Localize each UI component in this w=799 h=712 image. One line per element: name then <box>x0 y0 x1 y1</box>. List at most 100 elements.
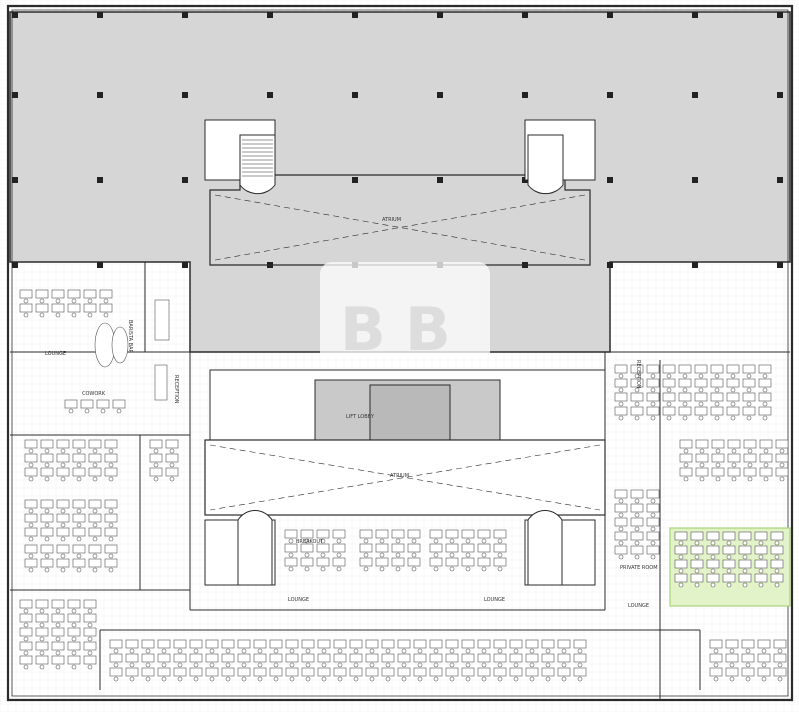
chair <box>634 373 640 379</box>
desk <box>56 527 70 537</box>
chair <box>44 462 50 468</box>
chair <box>758 582 764 588</box>
desk <box>104 439 118 449</box>
desk <box>88 558 102 568</box>
chair <box>545 662 551 668</box>
chair <box>76 522 82 528</box>
desk <box>316 543 330 553</box>
chair <box>777 662 783 668</box>
chair <box>417 648 423 654</box>
label-lift-lobby: LIFT LOBBY <box>346 414 374 420</box>
desk <box>722 531 736 541</box>
chair <box>44 448 50 454</box>
chair <box>44 553 50 559</box>
desk <box>445 543 459 553</box>
desk <box>375 543 389 553</box>
desk <box>72 499 86 509</box>
label-lounge-left: LOUNGE <box>45 351 66 357</box>
desk <box>397 639 411 649</box>
desk <box>678 364 692 374</box>
desk <box>284 529 298 539</box>
desk <box>614 392 628 402</box>
chair <box>497 566 503 572</box>
chair <box>321 676 327 682</box>
desk <box>445 557 459 567</box>
desk <box>727 453 741 463</box>
desk <box>674 573 688 583</box>
chair <box>729 662 735 668</box>
chair <box>678 568 684 574</box>
chair <box>774 540 780 546</box>
desk <box>40 544 54 554</box>
chair <box>145 676 151 682</box>
desk <box>72 467 86 477</box>
desk <box>269 653 283 663</box>
desk <box>397 653 411 663</box>
column-dot <box>692 262 698 268</box>
chair <box>545 648 551 654</box>
desk <box>429 639 443 649</box>
chair <box>177 676 183 682</box>
chair <box>76 448 82 454</box>
desk <box>157 667 171 677</box>
desk <box>646 531 660 541</box>
desk <box>332 543 346 553</box>
chair <box>395 552 401 558</box>
chair <box>385 676 391 682</box>
chair <box>108 553 114 559</box>
desk <box>381 653 395 663</box>
desk <box>725 653 739 663</box>
desk <box>173 667 187 677</box>
desk <box>24 558 38 568</box>
chair <box>71 298 77 304</box>
chair <box>273 662 279 668</box>
desk <box>726 364 740 374</box>
chair <box>395 538 401 544</box>
chair <box>710 582 716 588</box>
desk <box>445 653 459 663</box>
chair <box>465 662 471 668</box>
chair <box>145 662 151 668</box>
chair <box>746 415 752 421</box>
chair <box>145 648 151 654</box>
desk <box>88 527 102 537</box>
chair <box>481 662 487 668</box>
chair <box>113 662 119 668</box>
desk <box>694 406 708 416</box>
chair <box>634 387 640 393</box>
chair <box>23 636 29 642</box>
desk <box>99 303 113 313</box>
chair <box>763 448 769 454</box>
chair <box>39 298 45 304</box>
chair <box>698 415 704 421</box>
chair <box>87 312 93 318</box>
chair <box>699 476 705 482</box>
desk <box>646 503 660 513</box>
column-dot <box>607 177 613 183</box>
desk <box>477 529 491 539</box>
chair <box>481 538 487 544</box>
chair <box>129 648 135 654</box>
chair <box>28 553 34 559</box>
svg-text:B: B <box>340 295 386 365</box>
desk <box>253 667 267 677</box>
chair <box>678 582 684 588</box>
chair <box>305 676 311 682</box>
chair <box>481 552 487 558</box>
chair <box>108 508 114 514</box>
desk <box>104 499 118 509</box>
chair <box>305 662 311 668</box>
column-dot <box>352 12 358 18</box>
desk <box>758 392 772 402</box>
desk <box>725 667 739 677</box>
desk <box>51 641 65 651</box>
chair <box>320 552 326 558</box>
chair <box>682 415 688 421</box>
column-dot <box>97 12 103 18</box>
desk <box>706 531 720 541</box>
desk <box>104 513 118 523</box>
desk <box>189 653 203 663</box>
desk <box>40 467 54 477</box>
chair <box>417 662 423 668</box>
desk <box>19 613 33 623</box>
